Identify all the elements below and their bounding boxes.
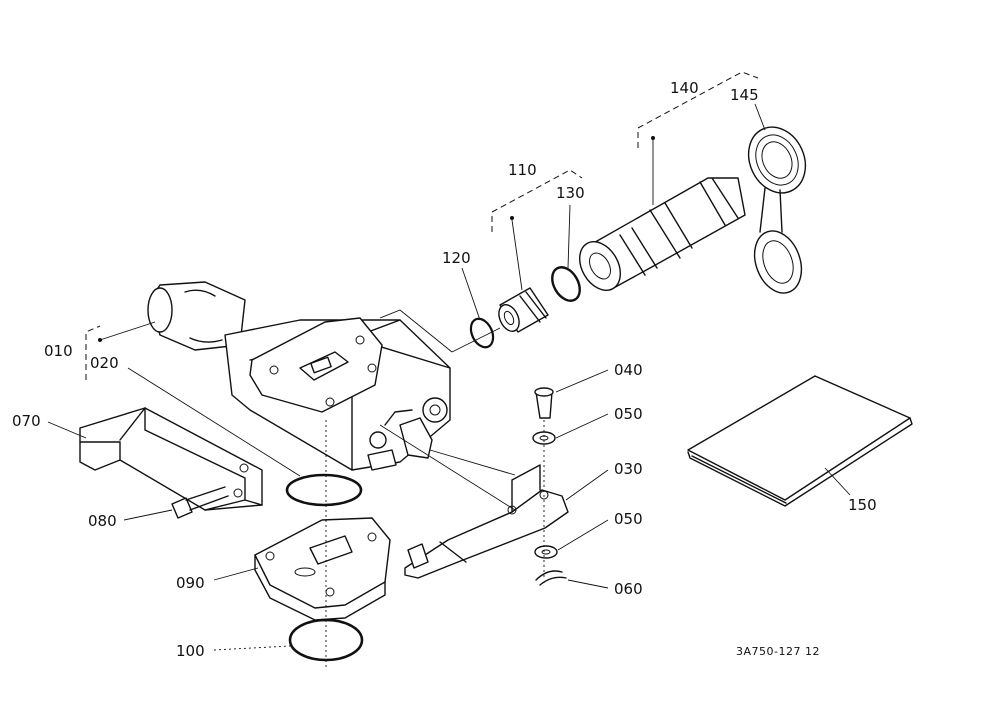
label-050-upper: 050 — [614, 405, 643, 423]
part-090-adapter-plate[interactable] — [254, 517, 391, 621]
part-030-lever[interactable] — [404, 464, 569, 579]
part-145-dust-cap[interactable] — [738, 118, 816, 300]
label-010: 010 — [44, 342, 73, 360]
label-100: 100 — [176, 642, 205, 660]
label-020: 020 — [90, 354, 119, 372]
part-150-manual[interactable] — [687, 375, 913, 507]
label-060: 060 — [614, 580, 643, 598]
label-040: 040 — [614, 361, 643, 379]
part-110-adapter-fitting[interactable] — [495, 287, 549, 334]
label-110: 110 — [508, 161, 537, 179]
part-050-washer-lower[interactable] — [534, 545, 558, 559]
part-050-washer-upper[interactable] — [532, 431, 556, 445]
part-140-quick-coupler[interactable] — [571, 177, 746, 298]
leader-lines — [47, 71, 851, 670]
label-140: 140 — [670, 79, 699, 97]
label-050-lower: 050 — [614, 510, 643, 528]
part-130-o-ring[interactable] — [547, 262, 586, 305]
part-010-control-valve[interactable] — [147, 281, 451, 471]
part-040-pin[interactable] — [534, 387, 554, 419]
label-120: 120 — [442, 249, 471, 267]
part-070-bracket[interactable] — [79, 407, 263, 511]
part-120-o-ring[interactable] — [467, 315, 498, 351]
part-labels: 010 020 070 080 090 100 110 120 130 140 … — [12, 79, 877, 660]
label-030: 030 — [614, 460, 643, 478]
drawing-code: 3A750-127 12 — [736, 645, 820, 658]
label-070: 070 — [12, 412, 41, 430]
part-060-cotter-pin[interactable] — [535, 570, 567, 586]
label-130: 130 — [556, 184, 585, 202]
label-145: 145 — [730, 86, 759, 104]
part-020-o-ring[interactable] — [285, 473, 363, 507]
label-090: 090 — [176, 574, 205, 592]
label-150: 150 — [848, 496, 877, 514]
part-080-bolt[interactable] — [171, 486, 229, 519]
label-080: 080 — [88, 512, 117, 530]
